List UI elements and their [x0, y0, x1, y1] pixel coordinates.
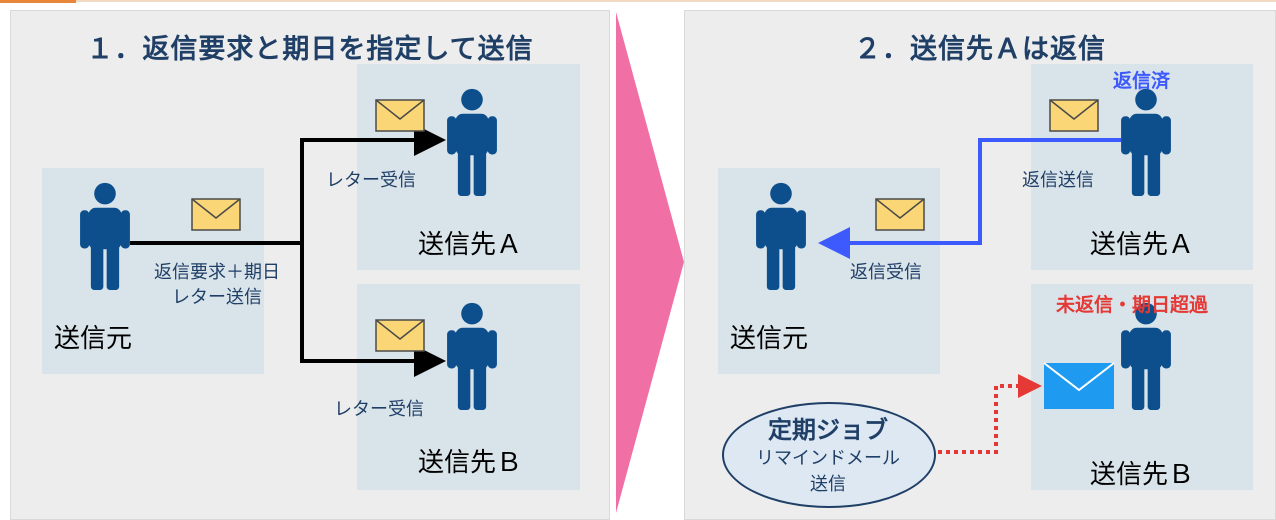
step2-title: ２．送信先Ａは返信 — [854, 34, 1106, 65]
person-icon — [447, 88, 497, 196]
job-action-line2: 送信 — [810, 474, 846, 495]
job-action-line1: リマインドメール — [756, 448, 900, 469]
envelope-icon — [375, 99, 425, 132]
person-icon — [1121, 302, 1171, 410]
recipient-a-label-step1: 送信先Ａ — [418, 230, 523, 260]
step1-title: １．返信要求と期日を指定して送信 — [86, 34, 534, 65]
envelope-icon — [1049, 99, 1099, 132]
sender-label-step2: 送信元 — [730, 324, 809, 354]
recipient-b-label-step2: 送信先Ｂ — [1090, 460, 1195, 490]
send-action-label: 返信要求＋期日 レター送信 — [128, 260, 306, 310]
person-icon — [447, 302, 497, 410]
envelope-icon — [875, 198, 925, 231]
reply-arrow — [818, 138, 1121, 259]
job-title: 定期ジョブ — [768, 416, 888, 444]
person-icon — [756, 182, 806, 290]
reply-send-label: 返信送信 — [1022, 170, 1094, 191]
send-action-line2: レター送信 — [172, 287, 262, 308]
top-border — [0, 0, 1276, 3]
receive-label-b: レター受信 — [334, 399, 424, 420]
remind-arrow — [938, 374, 1042, 454]
send-action-line1: 返信要求＋期日 — [154, 262, 280, 283]
job-action: リマインドメール 送信 — [728, 446, 928, 498]
replied-badge: 返信済 — [1113, 70, 1171, 92]
sender-label-step1: 送信元 — [54, 324, 133, 354]
send-arrows — [130, 124, 446, 377]
envelope-icon — [375, 319, 425, 352]
receive-label-a: レター受信 — [326, 170, 416, 191]
envelope-icon — [191, 198, 241, 231]
transition-chevron — [616, 12, 684, 513]
periodic-job-bubble — [722, 402, 936, 508]
recipient-a-label-step2: 送信先Ａ — [1090, 230, 1195, 260]
envelope-icon — [1043, 362, 1115, 409]
overdue-badge: 未返信・期日超過 — [1056, 294, 1209, 316]
top-accent — [0, 0, 76, 3]
recipient-b-label-step1: 送信先Ｂ — [418, 448, 523, 478]
person-icon — [1121, 88, 1171, 196]
person-icon — [80, 182, 130, 290]
reply-receive-label: 返信受信 — [850, 262, 922, 283]
